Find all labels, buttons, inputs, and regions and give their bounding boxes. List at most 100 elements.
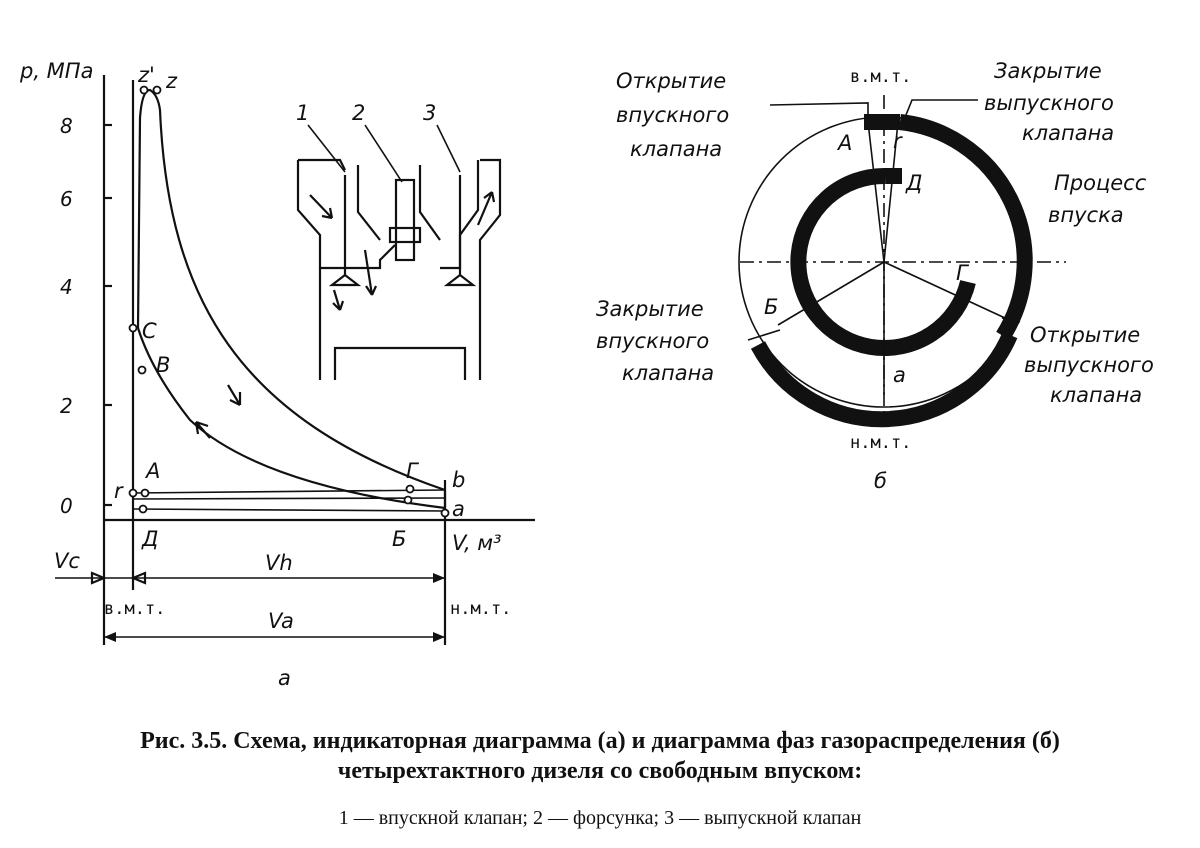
- vc-label: Vc: [54, 549, 80, 573]
- caption-line-1: Рис. 3.5. Схема, индикаторная диаграмма …: [140, 728, 1060, 754]
- point-c: [128, 323, 138, 333]
- v-axis-label: V, м³: [452, 531, 502, 555]
- radial-r: [883, 121, 899, 263]
- phase-g: Г: [956, 261, 970, 285]
- label-c: C: [142, 319, 157, 343]
- exhaust-open-2: выпускного: [1024, 353, 1154, 377]
- point-a: [440, 508, 450, 518]
- label-g: Г: [406, 459, 420, 483]
- phase-b-cyr: Б: [764, 295, 778, 319]
- injector-nut: [388, 226, 422, 244]
- expansion-curve: [136, 88, 446, 492]
- subfigure-a-label: а: [278, 666, 291, 690]
- point-a-cap: [140, 488, 150, 498]
- va-arrow-right: [433, 632, 445, 642]
- label-a-cap: A: [144, 459, 160, 483]
- phase-tdc: в.м.т.: [850, 67, 911, 87]
- compression-arrow: [194, 420, 211, 439]
- point-r: [128, 488, 138, 498]
- phase-d: Д: [905, 171, 922, 195]
- inlet-close-2: впускного: [596, 329, 709, 353]
- caption: Рис. 3.5. Схема, индикаторная диаграмма …: [140, 728, 1060, 829]
- leader-inlet-open: [769, 102, 869, 118]
- exhaust-open-3: клапана: [1050, 383, 1142, 407]
- leader-1: [307, 124, 346, 173]
- label-2: 2: [352, 101, 365, 125]
- head-left: [296, 160, 396, 270]
- intake-line: [132, 508, 446, 512]
- leader-exhaust-open: [1001, 317, 1021, 323]
- vh-arrow: [433, 573, 445, 583]
- tick-label: 2: [60, 394, 73, 418]
- cylinder-walls: [318, 268, 482, 380]
- tick-label: 4: [60, 275, 73, 299]
- label-z-prime: z': [137, 63, 155, 87]
- piston: [333, 346, 467, 380]
- radial-b: [777, 261, 885, 326]
- injector: [394, 178, 416, 262]
- label-1: 1: [296, 101, 309, 125]
- exhaust-valve: [443, 175, 477, 287]
- intake-process-2: впуска: [1048, 203, 1124, 227]
- label-a-small: a: [452, 497, 465, 521]
- intake-process-1: Процесс: [1054, 171, 1147, 195]
- inlet-open-2: впускного: [616, 103, 729, 127]
- tick-label: 8: [60, 114, 73, 138]
- phase-bdc: н.м.т.: [850, 433, 911, 453]
- intake-port: [356, 165, 381, 241]
- leader-inlet-close: [747, 329, 781, 341]
- label-b: B: [156, 353, 170, 377]
- caption-legend: 1 — впускной клапан; 2 — форсунка; 3 — в…: [339, 807, 862, 829]
- point-b: [137, 365, 147, 375]
- exhaust-flow-arrow: [476, 191, 496, 226]
- radial-a: [867, 121, 885, 263]
- label-z: z: [165, 69, 178, 93]
- inlet-open-3: клапана: [630, 137, 722, 161]
- label-b-small: b: [452, 468, 465, 492]
- exhaust-arc: [899, 114, 1033, 341]
- intake-valve: [328, 175, 362, 287]
- va-arrow-left: [104, 632, 116, 642]
- exhaust-port: [478, 158, 502, 270]
- valve-timing-diagram: в.м.т. н.м.т. A r Д Б Г а Открытие впуск…: [596, 59, 1154, 493]
- leader-exhaust-close: [899, 99, 978, 131]
- inlet-close-1: Закрытие: [596, 297, 704, 321]
- caption-line-2: четырехтактного дизеля со свободным впус…: [338, 758, 862, 784]
- injector-wall: [418, 165, 441, 241]
- leader-2: [364, 124, 403, 183]
- indicator-diagram: p, МПа 8 6 4 2 0 z' z C B r A Д Г: [19, 59, 535, 690]
- exhaust-line: [132, 489, 446, 494]
- point-d: [138, 504, 148, 514]
- tick-label: 6: [60, 187, 73, 211]
- exhaust-close-2: выпускного: [984, 91, 1114, 115]
- compression-curve: [136, 327, 446, 510]
- tick-label: 0: [60, 494, 73, 518]
- p-axis-label: p, МПа: [19, 59, 93, 83]
- expansion-arrow: [227, 384, 242, 406]
- inner-arc: [790, 167, 976, 356]
- point-z-prime: [139, 85, 149, 95]
- vc-arrow: [90, 571, 107, 585]
- intake-lower-arc: [750, 331, 1018, 428]
- label-r: r: [114, 479, 124, 503]
- inlet-open-1: Открытие: [616, 69, 726, 93]
- bdc-label: н.м.т.: [450, 599, 511, 619]
- label-d: Д: [141, 527, 158, 551]
- point-z: [152, 85, 162, 95]
- point-g: [405, 484, 415, 494]
- phase-a-bottom: а: [893, 363, 906, 387]
- engine-scheme: 1 2 3: [296, 101, 502, 380]
- label-3: 3: [423, 101, 436, 125]
- phase-r: r: [893, 129, 903, 153]
- inlet-close-3: клапана: [622, 361, 714, 385]
- tdc-label: в.м.т.: [104, 599, 165, 619]
- exhaust-close-1: Закрытие: [994, 59, 1102, 83]
- subfigure-b-label: б: [874, 469, 887, 493]
- label-b-cyr: Б: [392, 527, 406, 551]
- exhaust-close-3: клапана: [1022, 121, 1114, 145]
- exhaust-open-1: Открытие: [1030, 323, 1140, 347]
- leader-3: [436, 124, 461, 173]
- head-left-top: [298, 158, 346, 171]
- exhaust-line-2: [132, 497, 446, 500]
